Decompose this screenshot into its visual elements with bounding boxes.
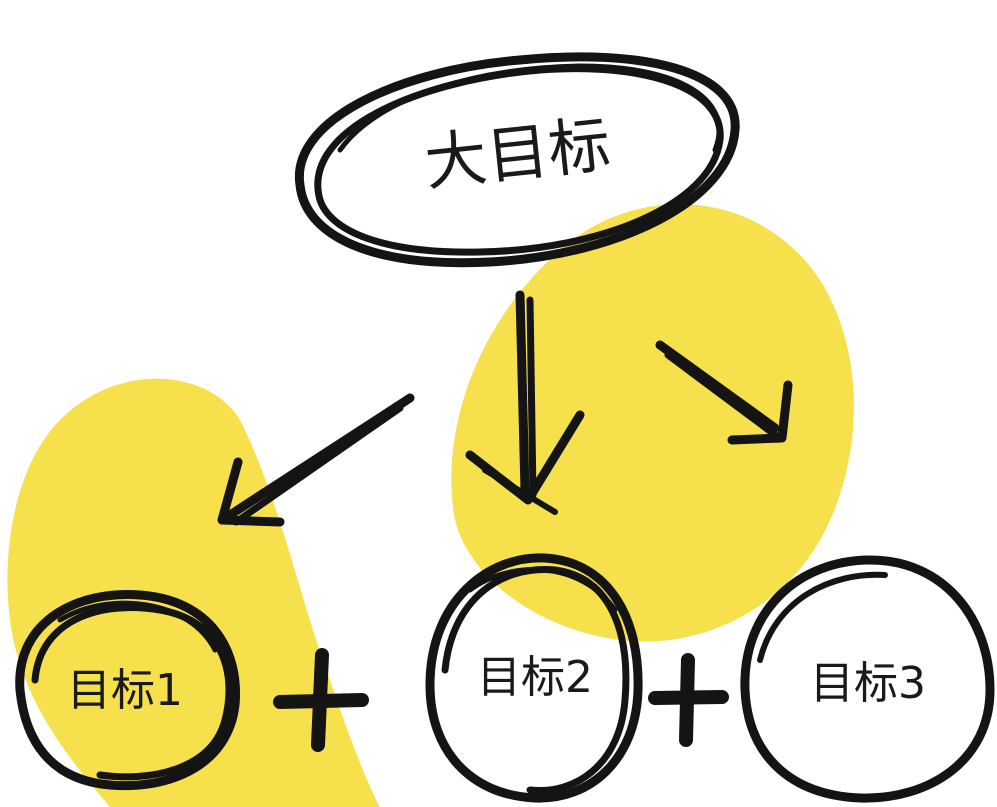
arrow-to-goal-3 [655,340,793,445]
arrow-to-goal-2 [465,290,585,515]
goal-3-label: 目标3 [810,658,926,709]
arrow-to-goal-1 [217,393,415,527]
goal-2-circle [425,553,643,803]
goal-1-label: 目标1 [67,665,183,716]
goal-2-label: 目标2 [477,652,593,703]
main-goal-ellipse [294,52,740,268]
main-goal-label: 大目标 [421,108,614,200]
highlight-blob-center [451,204,854,642]
goal-1-circle [15,589,241,791]
plus-sign-2 [648,653,729,747]
plus-sign-1 [273,648,369,752]
goal-3-circle [740,555,995,803]
